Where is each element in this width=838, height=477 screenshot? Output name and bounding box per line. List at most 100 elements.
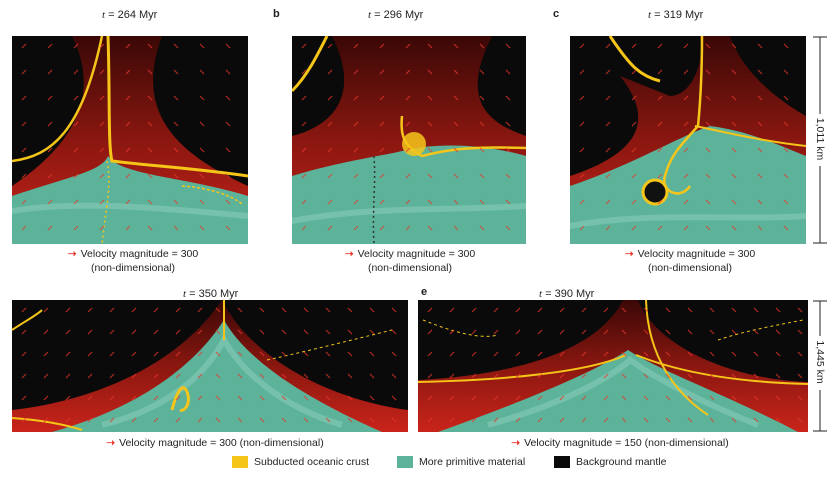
velocity-arrow bbox=[515, 351, 521, 357]
velocity-arrow bbox=[301, 173, 307, 179]
velocity-arrow bbox=[471, 329, 477, 335]
velocity-arrow bbox=[109, 395, 115, 401]
velocity-arrow bbox=[753, 329, 759, 335]
velocity-arrow bbox=[197, 395, 203, 401]
velocity-arrow bbox=[153, 329, 159, 335]
velocity-arrow bbox=[657, 95, 663, 101]
velocity-arrow bbox=[237, 351, 243, 357]
velocity-arrow bbox=[453, 121, 459, 127]
velocity-arrow bbox=[657, 121, 663, 127]
velocity-arrow bbox=[125, 95, 131, 101]
velocity-arrow bbox=[709, 307, 715, 313]
velocity-arrow bbox=[757, 225, 763, 231]
velocity-arrow bbox=[199, 69, 205, 75]
velocity-arrow bbox=[657, 199, 663, 205]
panel-c-caption: ➝Velocity magnitude = 300 (non-dimension… bbox=[624, 248, 756, 274]
velocity-arrow bbox=[43, 307, 49, 313]
velocity-arrow bbox=[199, 225, 205, 231]
velocity-arrow bbox=[21, 307, 27, 313]
velocity-arrow bbox=[709, 417, 715, 423]
velocity-arrow bbox=[353, 43, 359, 49]
velocity-arrow bbox=[259, 373, 265, 379]
velocity-arrow bbox=[731, 95, 737, 101]
velocity-arrow bbox=[197, 417, 203, 423]
velocity-arrow bbox=[281, 351, 287, 357]
velocity-arrow bbox=[43, 395, 49, 401]
velocity-arrow bbox=[215, 307, 221, 313]
velocity-arrow bbox=[259, 351, 265, 357]
velocity-arrow bbox=[683, 199, 689, 205]
scale-bar-top: 1,011 km bbox=[810, 36, 830, 244]
panel-b-caption: ➝Velocity magnitude = 300 (non-dimension… bbox=[344, 248, 476, 274]
velocity-arrow bbox=[327, 121, 333, 127]
panel-d-caption: ➝Velocity magnitude = 300 (non-dimension… bbox=[106, 437, 324, 449]
velocity-arrow bbox=[579, 225, 585, 231]
velocity-arrow bbox=[173, 147, 179, 153]
velocity-arrow bbox=[621, 395, 627, 401]
velocity-arrow bbox=[731, 307, 737, 313]
velocity-arrow bbox=[199, 173, 205, 179]
velocity-arrow bbox=[731, 395, 737, 401]
velocity-arrow bbox=[131, 329, 137, 335]
velocity-arrow bbox=[125, 173, 131, 179]
velocity-arrow bbox=[453, 43, 459, 49]
velocity-arrow bbox=[99, 121, 105, 127]
panel-b-image bbox=[292, 36, 526, 244]
velocity-arrow bbox=[581, 351, 587, 357]
velocity-arrow bbox=[537, 373, 543, 379]
velocity-arrow bbox=[757, 95, 763, 101]
velocity-arrow bbox=[665, 417, 671, 423]
velocity-arrow bbox=[99, 43, 105, 49]
velocity-arrow bbox=[559, 373, 565, 379]
panel-b-label: b bbox=[273, 8, 280, 20]
velocity-arrow bbox=[705, 69, 711, 75]
velocity-arrow bbox=[581, 395, 587, 401]
velocity-arrow bbox=[301, 199, 307, 205]
velocity-arrow bbox=[605, 69, 611, 75]
velocity-arrow bbox=[173, 199, 179, 205]
velocity-arrow bbox=[797, 395, 803, 401]
velocity-arrow bbox=[281, 395, 287, 401]
velocity-arrow bbox=[173, 69, 179, 75]
velocity-arrow bbox=[683, 173, 689, 179]
velocity-arrow bbox=[709, 329, 715, 335]
velocity-arrow bbox=[325, 395, 331, 401]
velocity-arrow bbox=[173, 121, 179, 127]
velocity-arrow bbox=[643, 395, 649, 401]
velocity-arrow bbox=[449, 395, 455, 401]
velocity-arrow bbox=[353, 95, 359, 101]
velocity-arrow bbox=[427, 121, 433, 127]
velocity-arrow bbox=[559, 351, 565, 357]
velocity-arrow bbox=[427, 69, 433, 75]
velocity-arrow bbox=[301, 95, 307, 101]
velocity-arrow bbox=[449, 307, 455, 313]
legend-primitive: More primitive material bbox=[397, 456, 525, 468]
velocity-arrow bbox=[631, 173, 637, 179]
velocity-arrow bbox=[225, 199, 231, 205]
panel-c-label: c bbox=[553, 8, 560, 20]
velocity-arrow bbox=[579, 69, 585, 75]
velocity-arrow bbox=[21, 147, 27, 153]
velocity-arrow bbox=[631, 121, 637, 127]
velocity-arrow bbox=[175, 351, 181, 357]
velocity-arrow bbox=[147, 69, 153, 75]
velocity-arrow bbox=[581, 417, 587, 423]
velocity-arrow bbox=[775, 329, 781, 335]
velocity-arrow bbox=[705, 199, 711, 205]
velocity-arrows bbox=[427, 307, 803, 423]
velocity-arrow bbox=[125, 225, 131, 231]
velocity-arrow bbox=[391, 351, 397, 357]
velocity-arrow bbox=[347, 395, 353, 401]
velocity-arrow bbox=[753, 351, 759, 357]
velocity-arrow bbox=[131, 417, 137, 423]
velocity-arrow bbox=[631, 225, 637, 231]
velocity-arrow bbox=[199, 121, 205, 127]
velocity-arrow bbox=[753, 417, 759, 423]
velocity-arrow bbox=[709, 395, 715, 401]
velocity-arrow bbox=[237, 417, 243, 423]
velocity-arrow bbox=[325, 417, 331, 423]
velocity-arrow bbox=[705, 225, 711, 231]
velocity-arrows bbox=[21, 43, 231, 231]
velocity-arrow bbox=[537, 329, 543, 335]
velocity-arrow bbox=[427, 199, 433, 205]
